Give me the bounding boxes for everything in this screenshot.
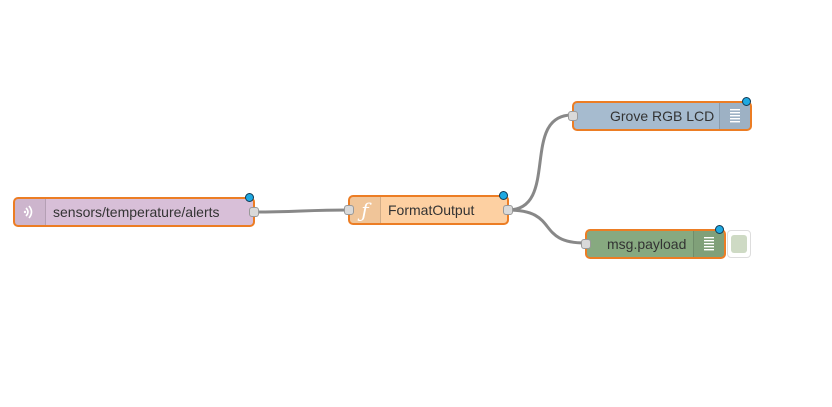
mqtt-in-changed-indicator	[245, 193, 254, 202]
function-changed-indicator	[499, 191, 508, 200]
wire-function-to-lcd[interactable]	[507, 113, 573, 212]
grove-lcd-input-port[interactable]	[568, 111, 578, 121]
function-output-port[interactable]	[503, 205, 513, 215]
mqtt-wifi-icon	[15, 199, 46, 225]
list-lines-icon	[719, 103, 750, 129]
debug-changed-indicator	[715, 225, 724, 234]
debug-toggle-indicator	[731, 235, 747, 253]
debug-label: msg.payload	[607, 236, 687, 252]
function-node[interactable]: ƒ FormatOutput	[344, 191, 513, 225]
wire-function-to-debug[interactable]	[507, 208, 586, 245]
function-icon: ƒ	[350, 197, 381, 223]
debug-node[interactable]: msg.payload	[581, 225, 726, 259]
wire-mqtt-to-function[interactable]	[254, 208, 349, 214]
debug-toggle-button[interactable]	[727, 230, 751, 258]
mqtt-in-node[interactable]: sensors/temperature/alerts	[13, 193, 259, 227]
function-input-port[interactable]	[344, 205, 354, 215]
mqtt-in-label: sensors/temperature/alerts	[53, 204, 220, 220]
grove-lcd-changed-indicator	[742, 97, 751, 106]
grove-lcd-node[interactable]: Grove RGB LCD	[568, 97, 752, 131]
function-label: FormatOutput	[388, 202, 475, 218]
grove-lcd-label: Grove RGB LCD	[610, 108, 715, 124]
mqtt-in-output-port[interactable]	[249, 207, 259, 217]
list-lines-icon	[693, 231, 724, 257]
debug-input-port[interactable]	[581, 239, 591, 249]
